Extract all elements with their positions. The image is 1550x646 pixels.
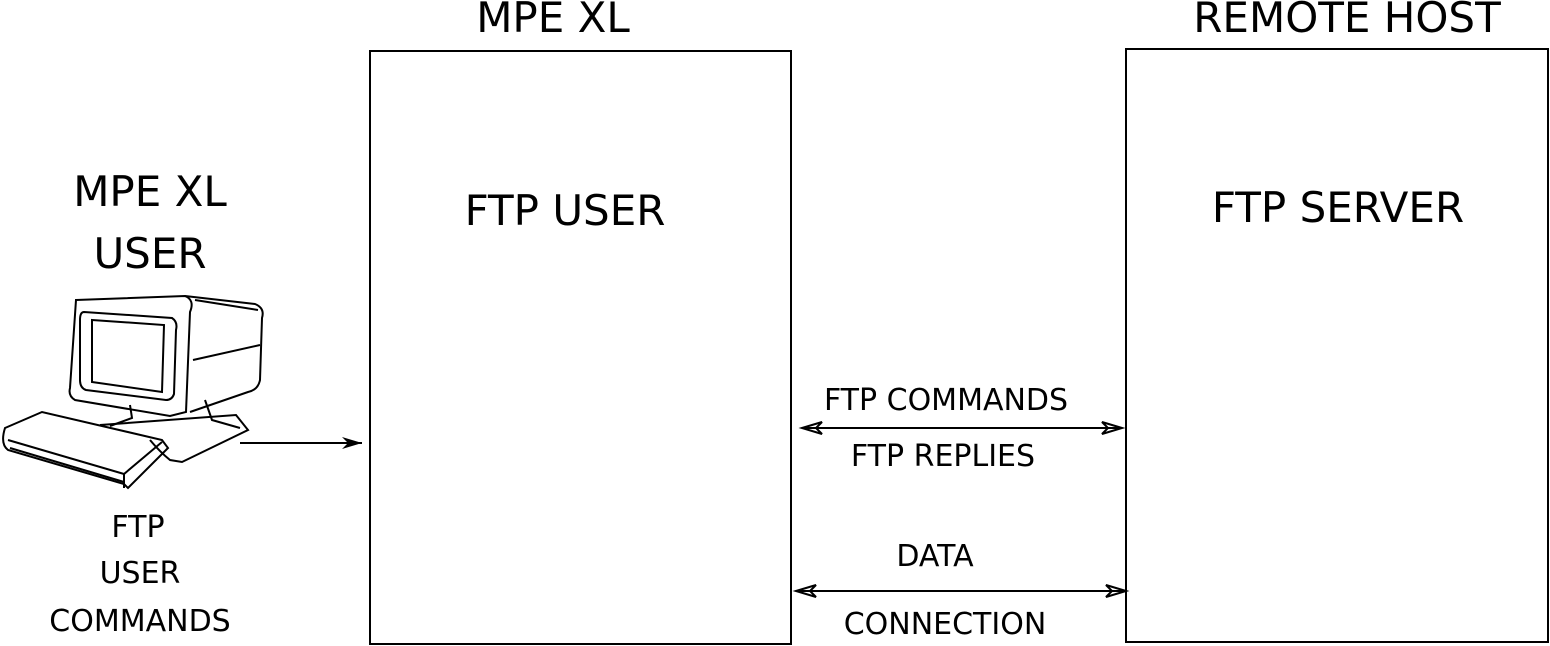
data-arrowhead-right (1105, 584, 1130, 598)
computer-terminal-icon (2, 294, 264, 490)
user-commands-label-line2: USER (100, 556, 181, 591)
data-connection-label-bottom: CONNECTION (844, 607, 1047, 642)
user-commands-label-line1: FTP (111, 510, 164, 545)
data-connection-label-top: DATA (896, 539, 974, 574)
mpe-xl-header: MPE XL (476, 0, 630, 42)
control-connection-label-bottom: FTP REPLIES (851, 439, 1035, 474)
control-arrowhead-left (798, 421, 823, 435)
data-arrowhead-left (792, 584, 817, 598)
user-commands-arrowhead (342, 437, 362, 449)
control-arrowhead-right (1101, 421, 1126, 435)
control-connection-label-top: FTP COMMANDS (824, 383, 1068, 418)
terminal-user-label-line2: USER (93, 229, 206, 278)
terminal-user-label-line1: MPE XL (73, 167, 227, 216)
ftp-user-box (369, 50, 792, 645)
ftp-server-box (1125, 48, 1549, 643)
ftp-server-label: FTP SERVER (1212, 183, 1464, 232)
user-commands-label-line3: COMMANDS (49, 604, 230, 639)
remote-host-header: REMOTE HOST (1193, 0, 1501, 42)
ftp-user-label: FTP USER (465, 186, 666, 235)
